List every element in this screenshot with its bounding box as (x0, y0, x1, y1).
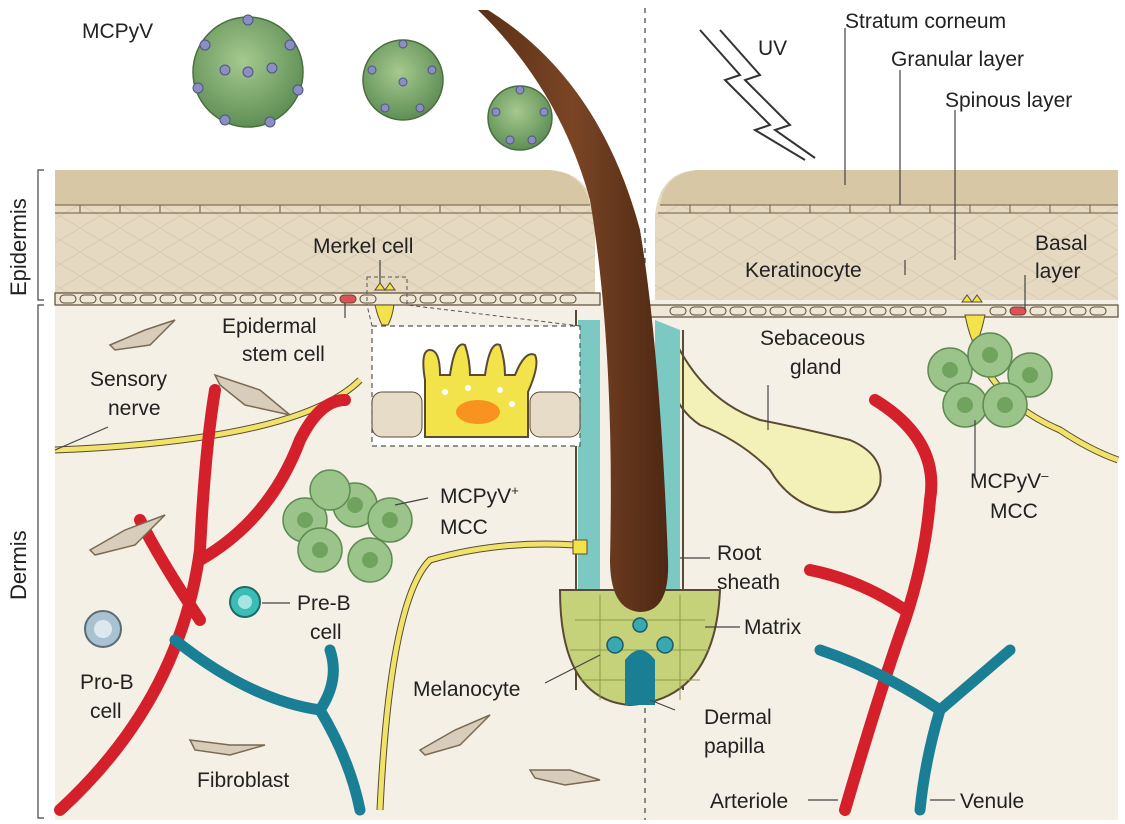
label-basal-layer: Basal (1035, 232, 1088, 255)
dermal-papilla (625, 650, 655, 705)
label-basal-layer-2: layer (1035, 260, 1081, 283)
label-pre-b-cell-1: Pre-B (297, 592, 351, 615)
label-epidermal-stem-cell-1: Epidermal (222, 315, 317, 338)
label-venule: Venule (960, 790, 1024, 813)
label-mcpyv-pos-mcc: MCPyV+ (440, 483, 519, 508)
label-epidermal-stem-cell-2: stem cell (242, 343, 325, 366)
label-root-sheath-1: Root (717, 542, 762, 565)
epidermal-stem-cell-right (1010, 307, 1026, 315)
label-matrix: Matrix (744, 616, 802, 639)
label-spinous-layer: Spinous layer (945, 89, 1072, 112)
label-dermal-papilla-1: Dermal (704, 706, 772, 729)
virus-particles (193, 15, 552, 150)
label-sensory-nerve-2: nerve (108, 397, 161, 420)
label-keratinocyte: Keratinocyte (745, 259, 862, 282)
label-sebaceous-gland-2: gland (790, 356, 841, 379)
label-pro-b-cell-2: cell (90, 700, 122, 723)
basal-layer-left (55, 293, 600, 305)
label-sensory-nerve-1: Sensory (90, 368, 168, 391)
label-dermis: Dermis (6, 530, 31, 600)
label-stratum-corneum: Stratum corneum (845, 10, 1006, 33)
label-fibroblast: Fibroblast (197, 769, 289, 792)
label-mcpyv-neg-mcc: MCPyV– (970, 468, 1049, 493)
label-dermal-papilla-2: papilla (704, 735, 765, 758)
label-pro-b-cell-1: Pro-B (80, 671, 134, 694)
merkel-nucleus (456, 400, 500, 424)
label-mcpyv-pos-mcc-2: MCC (440, 516, 488, 539)
label-mcpyv-neg-mcc-2: MCC (990, 500, 1038, 523)
label-granular-layer: Granular layer (891, 48, 1024, 71)
label-epidermis: Epidermis (6, 198, 31, 296)
label-root-sheath-2: sheath (717, 571, 780, 594)
label-arteriole: Arteriole (710, 790, 788, 813)
label-uv: UV (758, 37, 787, 60)
label-melanocyte: Melanocyte (413, 678, 520, 701)
label-merkel-cell: Merkel cell (313, 235, 413, 258)
stratum-corneum-right (660, 170, 1118, 205)
basal-layer-right (650, 305, 1118, 317)
root-sheath-left (578, 320, 600, 600)
label-mcpyv: MCPyV (82, 20, 153, 43)
melanocyte-cell (607, 637, 623, 653)
label-sebaceous-gland-1: Sebaceous (760, 327, 865, 350)
label-pre-b-cell-2: cell (310, 621, 342, 644)
epidermal-stem-cell-left (340, 295, 356, 303)
stratum-corneum-left (55, 170, 590, 205)
